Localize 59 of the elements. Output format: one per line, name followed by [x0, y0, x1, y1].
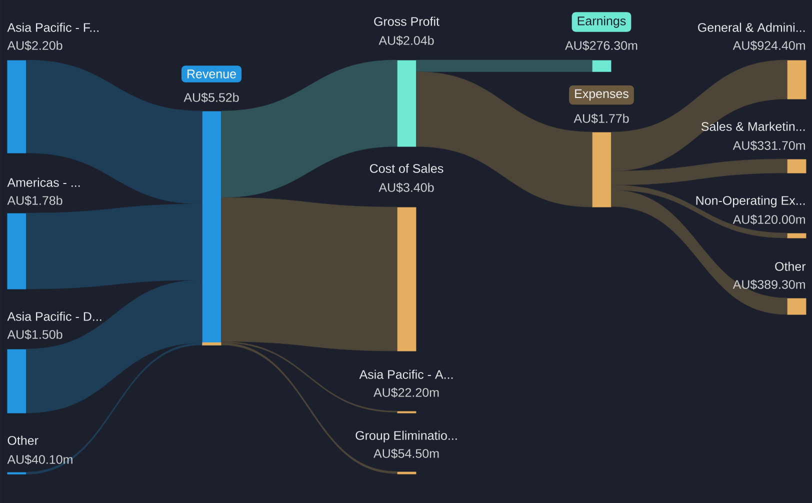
value-label: AU$2.20b	[7, 40, 62, 51]
flow-band	[221, 197, 398, 352]
flow-band	[416, 60, 592, 72]
flow-bar	[787, 298, 806, 315]
flow-band	[26, 60, 202, 204]
flow-bar	[397, 60, 416, 147]
category-label: Gross Profit	[374, 16, 440, 26]
value-label: AU$331.70m	[732, 140, 805, 151]
category-label: Non-Operating Ex...	[696, 196, 805, 208]
category-label: Asia Pacific - F...	[7, 22, 98, 32]
flow-band	[221, 341, 398, 412]
flow-bar	[7, 349, 26, 414]
flow-band	[416, 72, 592, 208]
value-label: AU$22.20m	[374, 388, 439, 398]
category-label: General & Admini...	[698, 22, 805, 32]
flow-band	[26, 342, 202, 474]
category-label: Sales & Marketin...	[701, 122, 805, 131]
flow-band	[221, 342, 398, 474]
flow-band	[611, 158, 788, 186]
category-label: Other	[775, 262, 806, 271]
flow-band	[611, 60, 788, 172]
flow-bar	[7, 472, 26, 474]
value-label: AU$54.50m	[374, 448, 439, 459]
flow-band	[26, 204, 202, 290]
flow-bar	[397, 411, 416, 414]
value-label: AU$5.52b	[184, 92, 239, 103]
value-label: AU$276.30m	[565, 40, 638, 51]
flow-bar	[592, 60, 612, 72]
value-label: AU$120.00m	[732, 214, 805, 225]
value-label: AU$2.04b	[378, 36, 434, 46]
category-badge: Expenses	[569, 85, 634, 105]
flow-bar	[787, 233, 806, 238]
flow-band	[611, 190, 788, 315]
value-label: AU$1.50b	[7, 330, 62, 340]
category-badge: Revenue	[182, 66, 242, 82]
category-label: Cost of Sales	[370, 164, 444, 173]
flow-band	[26, 280, 202, 414]
value-label: AU$1.78b	[7, 196, 62, 206]
category-label: Asia Pacific - A...	[359, 370, 453, 379]
category-badge: Earnings	[572, 12, 632, 32]
flow-band	[221, 60, 398, 198]
value-label: AU$1.77b	[574, 114, 629, 124]
flow-bar	[7, 60, 26, 154]
category-label: Americas - ...	[7, 178, 80, 187]
flow-bar	[202, 111, 222, 346]
flow-bar	[787, 159, 806, 174]
flow-bar	[592, 132, 612, 208]
value-label: AU$389.30m	[732, 280, 805, 290]
value-label: AU$924.40m	[732, 40, 805, 51]
category-label: Other	[8, 436, 38, 445]
flow-bar	[7, 213, 26, 290]
value-label: AU$40.10m	[7, 454, 72, 465]
flow-bar	[397, 472, 416, 474]
flow-bar	[787, 60, 806, 100]
flow-bar	[397, 207, 416, 352]
flow-band	[611, 184, 788, 238]
category-label: Group Eliminatio...	[356, 430, 457, 442]
category-label: Asia Pacific - D...	[7, 312, 102, 321]
value-label: AU$3.40b	[378, 182, 434, 193]
